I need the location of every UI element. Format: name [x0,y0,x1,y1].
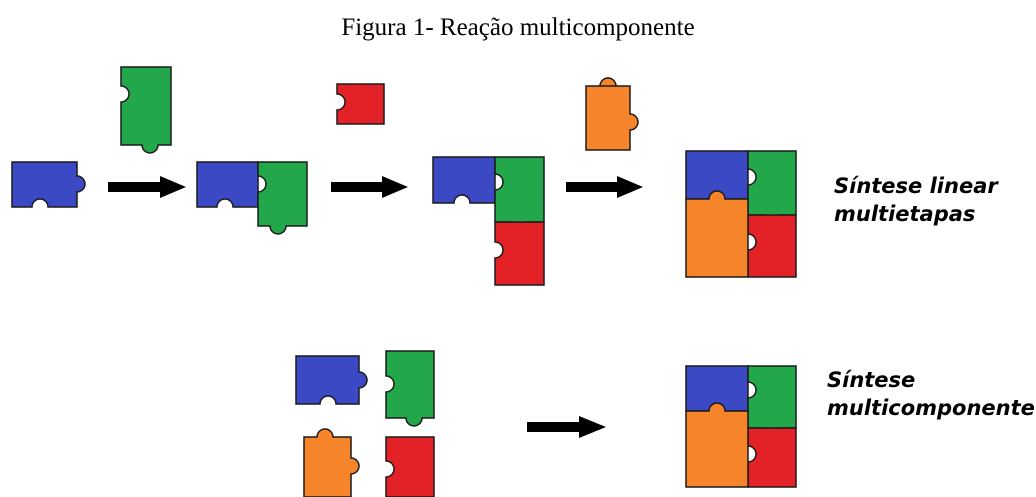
green-piece [257,161,308,235]
red-piece [494,221,545,286]
arrow-4 [527,416,606,438]
blue-piece [295,355,368,405]
red-piece [747,214,797,278]
orange-piece [585,77,639,151]
arrow-3 [566,176,643,198]
red-piece [747,427,797,488]
figure-title: Figura 1- Reação multicomponente [341,14,695,41]
green-piece [120,66,172,154]
green-piece [747,365,797,437]
blue-piece [11,161,86,208]
label-linear-synthesis: Síntese linear multietapas [834,172,998,228]
row-linear [11,66,797,286]
label-multi-line2: multicomponente [827,396,1035,420]
red-piece [336,83,385,125]
orange-piece [303,428,360,497]
blue-piece [432,156,496,204]
label-linear-line2: multietapas [834,202,976,226]
green-piece [747,150,797,224]
label-linear-line1: Síntese linear [834,174,998,198]
red-piece [385,436,435,497]
label-multicomponent-synthesis: Síntese multicomponente [827,366,1035,422]
orange-piece [685,402,749,488]
blue-piece [196,161,259,208]
green-piece [385,350,435,427]
green-piece [494,156,545,231]
arrow-1 [108,176,186,198]
arrow-2 [331,176,408,198]
orange-piece [685,190,749,278]
label-multi-line1: Síntese [827,368,916,392]
row-multicomponent [295,350,797,497]
